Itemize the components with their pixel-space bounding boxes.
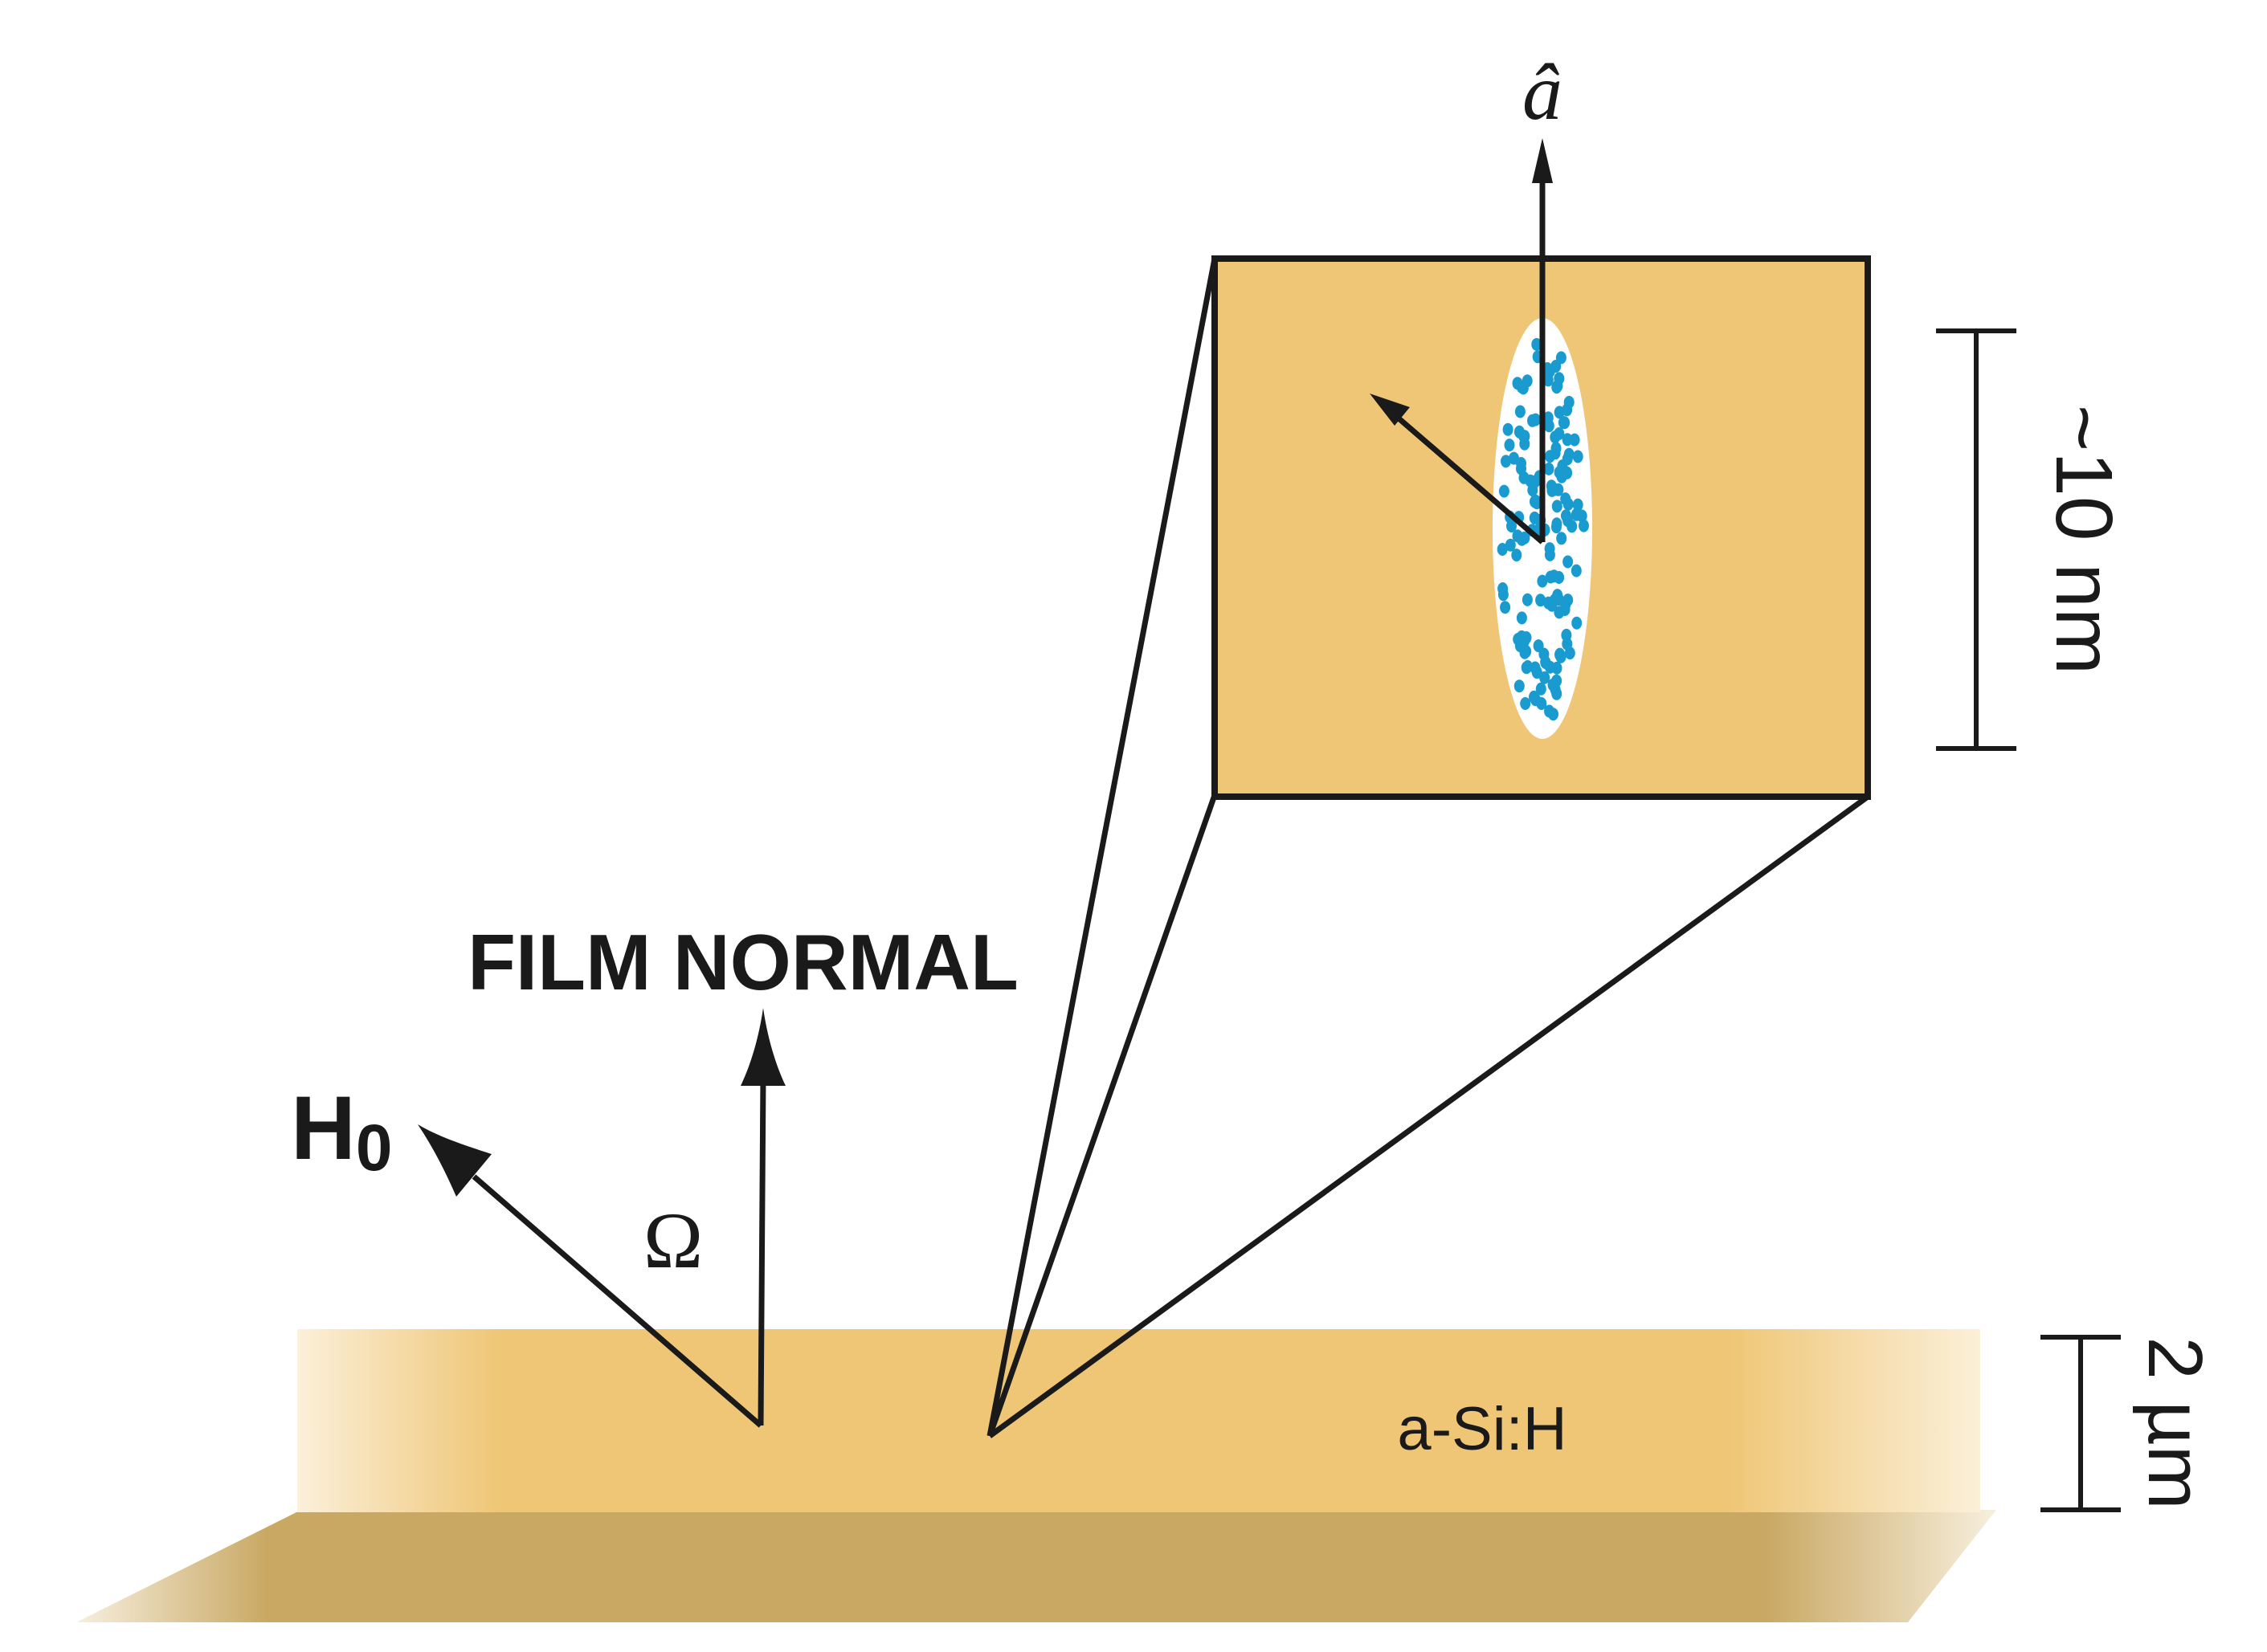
hydrogen-dot (1519, 646, 1530, 659)
hydrogen-dot (1537, 574, 1548, 588)
hydrogen-dot (1551, 381, 1562, 394)
hydrogen-dot (1550, 360, 1562, 373)
inset-field-arrowhead-icon (1370, 394, 1410, 426)
hydrogen-dot (1531, 496, 1542, 510)
a-hat-axis-arrow (1532, 138, 1553, 542)
hydrogen-dot (1549, 569, 1559, 583)
hydrogen-dot (1529, 690, 1539, 704)
hydrogen-dot (1514, 405, 1526, 418)
film-normal-arrow (741, 1008, 786, 1426)
hydrogen-dot (1571, 508, 1582, 521)
inset-scale-label: ~10 nm (2039, 405, 2129, 675)
film-thickness-label: 2 µm (2132, 1336, 2218, 1509)
hydrogen-dot (1516, 462, 1526, 475)
hydrogen-dot (1542, 411, 1554, 425)
hydrogen-dot (1535, 682, 1546, 695)
hydrogen-dot (1555, 650, 1566, 663)
hydrogen-dot (1518, 430, 1530, 443)
substrate (76, 1510, 1996, 1622)
a-hat-arrowhead-icon (1532, 138, 1553, 183)
hydrogen-dot (1563, 395, 1575, 409)
hydrogen-dot (1562, 466, 1573, 479)
field-label: H0 (291, 1078, 393, 1185)
hydrogen-dot (1571, 564, 1582, 577)
hydrogen-dot (1530, 475, 1541, 488)
hydrogen-dot (1571, 616, 1583, 630)
hydrogen-dot (1505, 538, 1516, 552)
hydrogen-dot (1544, 450, 1555, 463)
hydrogen-dot (1539, 671, 1550, 684)
hydrogen-dot (1513, 679, 1525, 693)
hydrogen-dot (1497, 588, 1509, 602)
hydrogen-dot (1572, 450, 1583, 463)
hydrogen-dot (1538, 647, 1550, 661)
hydrogen-dot (1572, 498, 1583, 512)
a-hat-label: â (1522, 47, 1562, 137)
hydrogen-dot (1562, 452, 1573, 466)
hydrogen-dot (1550, 430, 1561, 444)
film-material-label: a-Si:H (1397, 1395, 1566, 1463)
hydrogen-dot (1516, 630, 1527, 643)
hydrogen-dot (1566, 520, 1578, 533)
film-normal-label: FILM NORMAL (468, 918, 1019, 1006)
hydrogen-dot (1527, 414, 1538, 427)
field-arrowhead-icon (418, 1124, 492, 1197)
hydrogen-dot (1550, 442, 1562, 455)
hydrogen-dot (1504, 438, 1515, 452)
hydrogen-dot (1554, 606, 1565, 619)
field-subscript: 0 (356, 1112, 393, 1185)
hydrogen-dot (1522, 593, 1533, 606)
field-arrow (418, 1124, 763, 1428)
hydrogen-dot (1551, 687, 1562, 700)
hydrogen-dot (1556, 532, 1567, 545)
hydrogen-dot (1500, 601, 1511, 614)
inset-field-arrow (1370, 394, 1545, 545)
hydrogen-dot (1554, 406, 1565, 419)
hydrogen-dot (1498, 484, 1509, 498)
angle-label: Ω (643, 1196, 703, 1285)
hydrogen-dot (1502, 422, 1513, 436)
hydrogen-dot (1551, 500, 1562, 513)
film-slab (297, 1329, 1980, 1512)
hydrogen-dot (1531, 337, 1542, 351)
hydrogen-dot (1545, 660, 1555, 674)
hydrogen-dot (1512, 377, 1523, 390)
hydrogen-dot (1544, 548, 1555, 561)
hydrogen-dot (1522, 374, 1533, 388)
hydrogen-dot (1548, 708, 1558, 721)
hydrogen-dot (1501, 455, 1511, 468)
hydrogen-dot (1579, 519, 1589, 532)
film-thickness-scale-bar (2040, 1335, 2121, 1512)
hydrogen-dot (1497, 543, 1508, 556)
hydrogen-dot (1550, 520, 1562, 534)
magnification-wedge (986, 258, 1870, 1438)
hydrogen-dot (1511, 549, 1522, 562)
hydrogen-dot (1562, 555, 1574, 569)
hydrogen-dot (1529, 511, 1540, 524)
hydrogen-dot (1559, 416, 1571, 430)
hydrogen-dot (1519, 531, 1530, 545)
hydrogen-dot (1560, 492, 1571, 506)
hydrogen-dot (1520, 697, 1531, 710)
field-symbol: H (291, 1078, 356, 1178)
hydrogen-dot (1516, 611, 1527, 625)
hydrogen-dot (1561, 628, 1572, 642)
hydrogen-dot (1542, 373, 1554, 387)
hydrogen-dot (1546, 483, 1558, 497)
hydrogen-dot (1543, 462, 1554, 475)
hydrogen-dot (1536, 697, 1547, 710)
hydrogen-dot (1561, 509, 1571, 523)
hydrogen-dot (1562, 433, 1573, 447)
hydrogen-dot (1535, 593, 1546, 607)
hydrogen-dot (1506, 520, 1517, 532)
film-normal-arrowhead-icon (741, 1008, 786, 1086)
inset-scale-bar (1936, 328, 2016, 751)
hydrogen-dot (1530, 661, 1541, 675)
hydrogen-dot (1554, 466, 1565, 479)
